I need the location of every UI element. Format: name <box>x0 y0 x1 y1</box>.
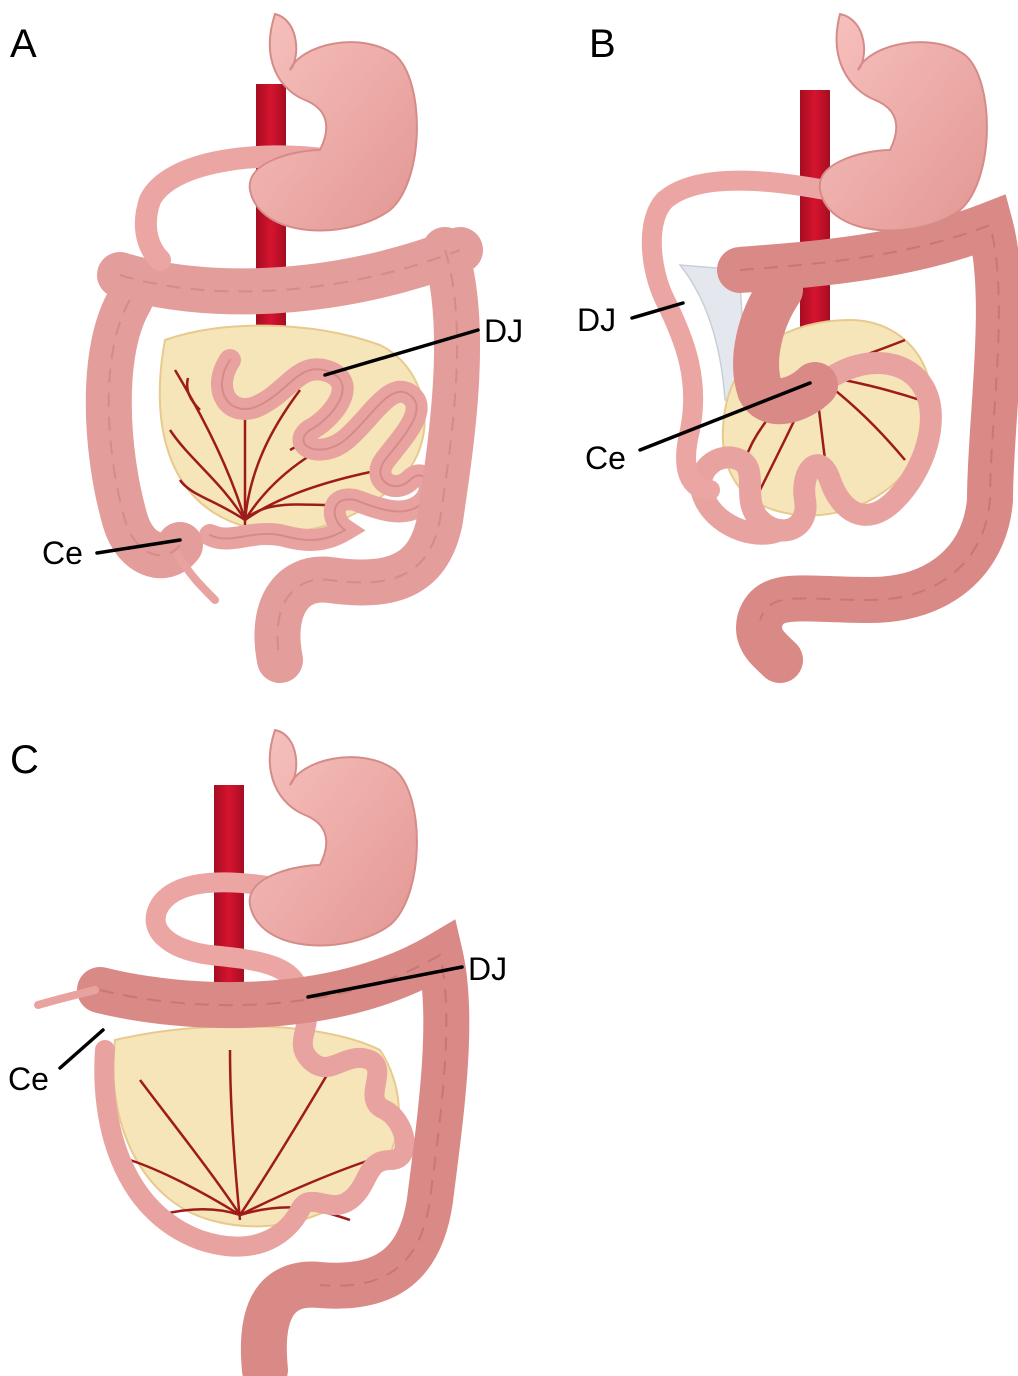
ce-label-a: Ce <box>42 535 83 571</box>
dj-label-a: DJ <box>484 313 523 349</box>
ce-label-b: Ce <box>585 440 626 476</box>
panel-label-a: A <box>10 22 37 66</box>
appendix <box>178 555 215 600</box>
panel-c <box>38 730 446 1370</box>
stomach <box>820 14 987 230</box>
dj-label-b: DJ <box>577 302 616 338</box>
panel-a <box>109 14 460 660</box>
panel-label-c: C <box>10 738 39 782</box>
stomach <box>250 730 417 945</box>
panel-b <box>652 14 999 660</box>
dj-label-c: DJ <box>468 951 507 987</box>
panel-label-b: B <box>589 22 616 66</box>
ce-label-c: Ce <box>8 1061 49 1097</box>
